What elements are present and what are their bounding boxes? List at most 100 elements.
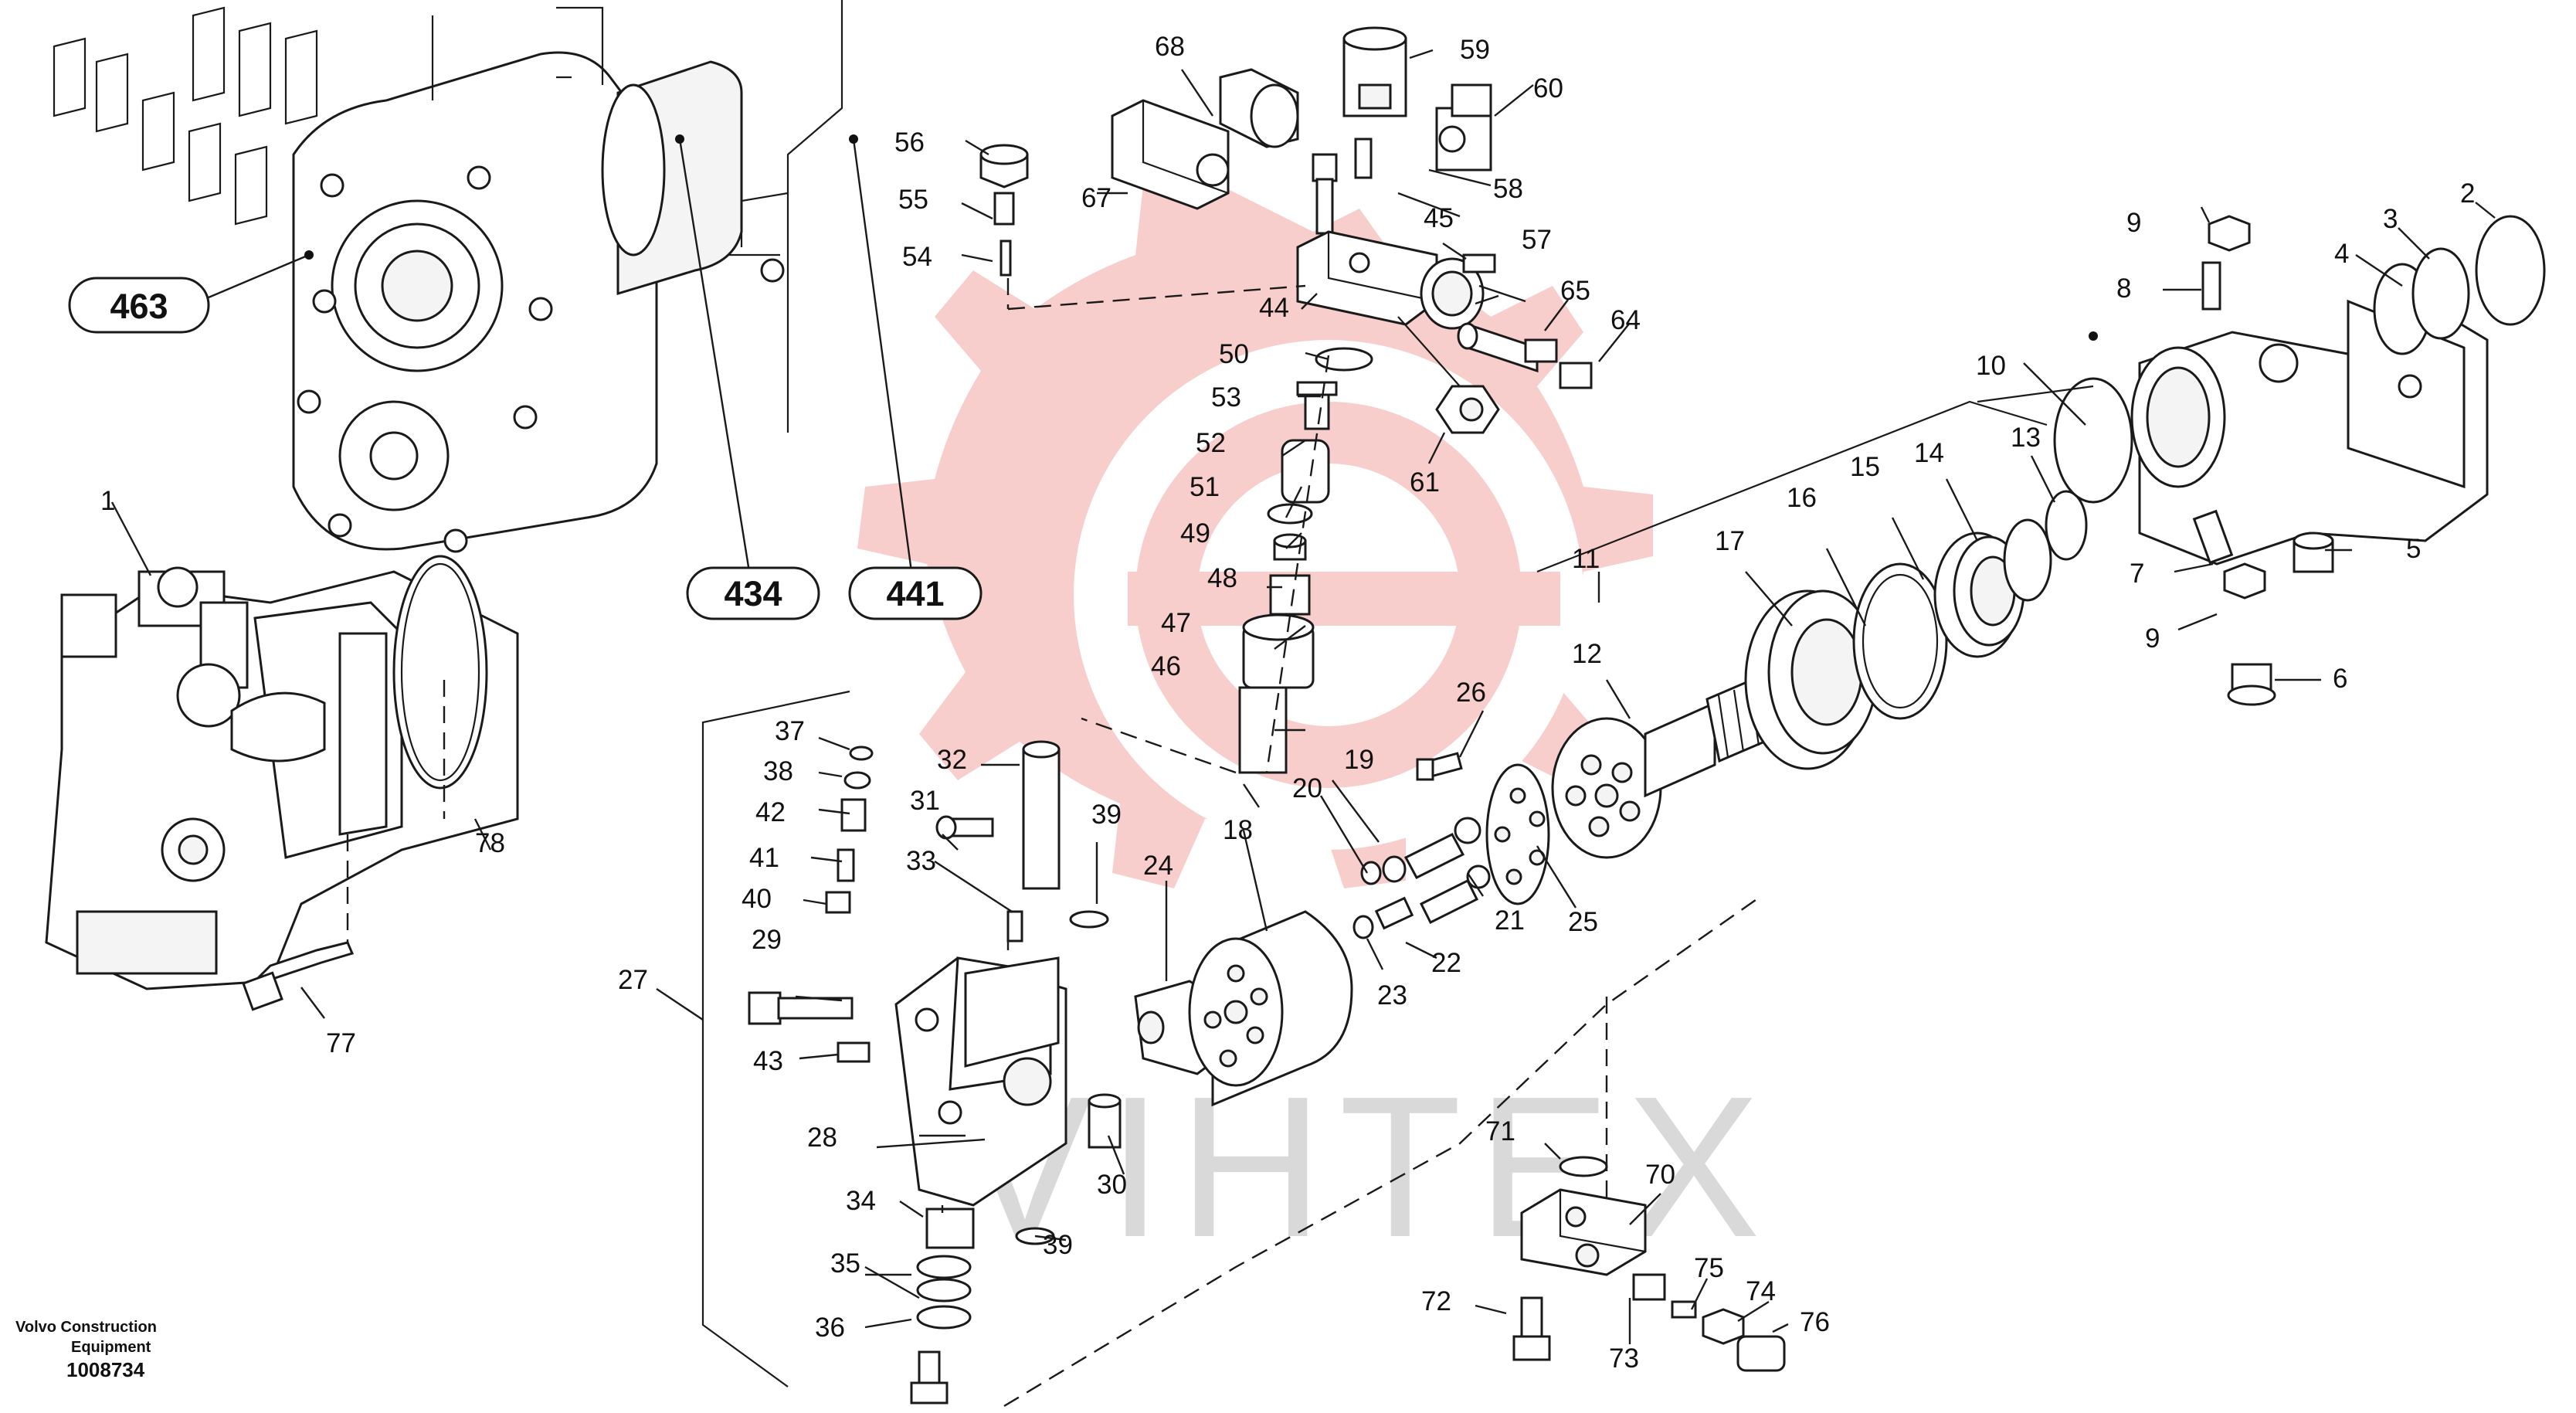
assembly-ref-label: 434 — [724, 574, 782, 613]
part-label: 60 — [1533, 73, 1563, 104]
leader-lines — [110, 49, 2496, 1344]
part-label: 43 — [753, 1046, 783, 1076]
part-label: 71 — [1485, 1116, 1515, 1146]
assembly-ref-label: 441 — [886, 574, 944, 613]
part-label: 58 — [1493, 174, 1523, 204]
part-11-housing — [2130, 292, 2489, 566]
part-72-screw — [1512, 1296, 1551, 1361]
part-label: 12 — [1572, 639, 1602, 669]
part-53 — [1296, 381, 1338, 430]
part-number-labels: 1 2 3 4 5 6 7 8 9 9 10 11 12 13 14 15 16… — [100, 32, 2475, 1374]
part-74 — [1702, 1308, 1745, 1345]
part-61 — [1435, 385, 1500, 434]
part-51 — [1267, 503, 1313, 525]
part-label: 1 — [100, 486, 115, 516]
part-32 — [1022, 740, 1061, 890]
watermark-logo — [857, 178, 1653, 888]
part-label: 41 — [749, 843, 779, 873]
part-label: 56 — [894, 127, 925, 158]
part-label: 17 — [1715, 526, 1745, 556]
connector-60 — [1435, 83, 1492, 172]
part-label: 9 — [2145, 623, 2160, 654]
part-label: 13 — [2011, 423, 2041, 453]
assembly-ref-434[interactable]: 434 — [675, 134, 820, 620]
part-47 — [1242, 613, 1315, 689]
part-78 — [392, 555, 488, 790]
part-label: 51 — [1190, 472, 1220, 502]
part-label: 54 — [902, 242, 932, 272]
part-54-pin — [1000, 239, 1012, 277]
part-label: 24 — [1143, 851, 1173, 881]
part-38 — [843, 771, 871, 790]
part-9-lower — [2223, 562, 2266, 600]
part-label: 14 — [1914, 438, 1944, 468]
part-label: 45 — [1424, 203, 1454, 233]
connector-59 — [1342, 26, 1407, 117]
part-14 — [2003, 518, 2052, 602]
part-48 — [1269, 574, 1311, 616]
part-label: 42 — [755, 797, 786, 827]
part-7 — [2192, 509, 2234, 565]
part-label: 61 — [1410, 467, 1440, 498]
part-label: 68 — [1155, 32, 1185, 62]
part-label: 39 — [1091, 800, 1122, 830]
part-label: 35 — [830, 1248, 860, 1279]
part-35c — [916, 1305, 972, 1330]
part-label: 6 — [2333, 664, 2347, 694]
part-label: 3 — [2383, 204, 2398, 234]
part-label: 26 — [1456, 678, 1486, 708]
part-label: 28 — [807, 1123, 837, 1153]
part-13 — [2045, 490, 2088, 561]
part-label: 74 — [1746, 1276, 1776, 1306]
part-43 — [837, 1041, 871, 1063]
part-73 — [1632, 1273, 1666, 1301]
part-64 — [1559, 362, 1593, 389]
part-label: 57 — [1522, 225, 1552, 255]
part-label: 73 — [1609, 1343, 1639, 1374]
assembly-ref-441[interactable]: 441 — [848, 134, 983, 620]
footer-company-line2: Equipment — [71, 1339, 151, 1356]
part-label: 78 — [475, 828, 505, 858]
part-label: 11 — [1572, 544, 1600, 574]
part-55-spring — [993, 192, 1015, 226]
part-6-plug — [2227, 663, 2276, 706]
part-label: 10 — [1976, 351, 2006, 381]
part-2-ring — [2475, 215, 2546, 326]
footer-company-line1: Volvo Construction — [15, 1319, 157, 1336]
part-75 — [1671, 1300, 1697, 1319]
assembly-ref-463[interactable]: 463 — [68, 250, 314, 334]
solenoid-67 — [1111, 99, 1230, 210]
part-39-oring — [1069, 910, 1109, 929]
part-40 — [825, 891, 851, 914]
part-label: 34 — [846, 1186, 876, 1216]
dash-line-lower — [1003, 895, 1762, 1408]
part-label: 30 — [1097, 1170, 1127, 1200]
connector-68 — [1219, 68, 1299, 148]
part-71 — [1559, 1156, 1608, 1177]
part-label: 65 — [1560, 276, 1590, 306]
part-label: 32 — [937, 745, 967, 775]
part-36-screw — [910, 1350, 949, 1405]
part-56-plug — [979, 144, 1029, 189]
part-22-23 — [1352, 896, 1414, 939]
part-label: 20 — [1292, 773, 1322, 803]
part-5-plug — [2293, 532, 2334, 573]
part-label: 70 — [1645, 1160, 1675, 1190]
part-label: 27 — [618, 965, 648, 995]
part-label: 8 — [2116, 273, 2131, 304]
part-label: 16 — [1787, 483, 1817, 513]
part-label: 19 — [1344, 745, 1374, 775]
bracket-27 — [701, 690, 850, 1388]
part-label: 23 — [1377, 980, 1407, 1010]
part-41 — [837, 848, 855, 882]
part-label: 76 — [1800, 1307, 1830, 1337]
part-37 — [849, 746, 874, 761]
part-label: 37 — [775, 716, 805, 746]
part-label: 52 — [1196, 428, 1226, 458]
part-label: 4 — [2334, 239, 2349, 269]
part-label: 46 — [1151, 651, 1181, 681]
part-label: 48 — [1207, 563, 1237, 593]
part-34 — [925, 1208, 975, 1249]
